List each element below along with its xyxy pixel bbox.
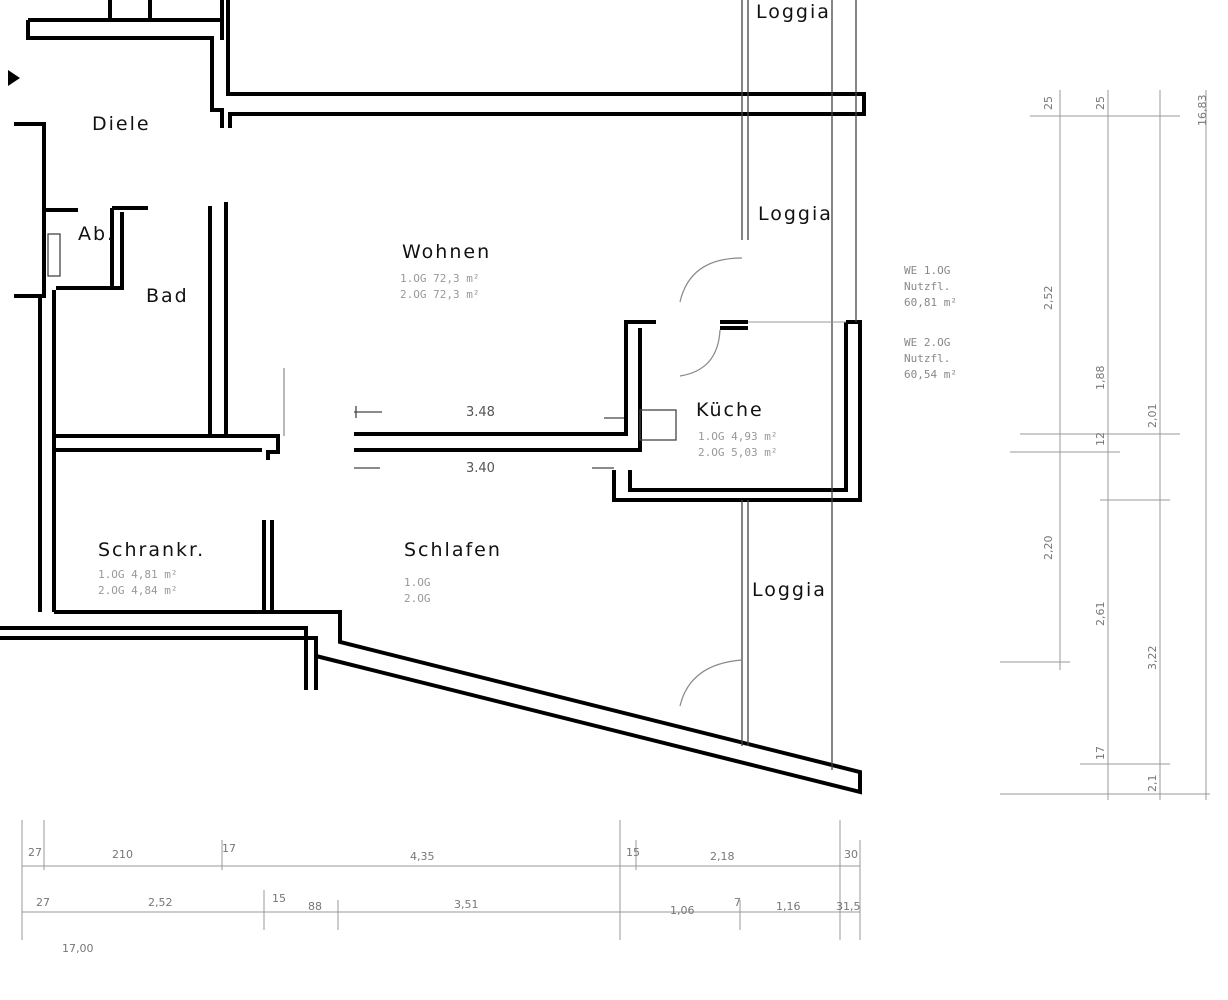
inner-dimension-marks: 3.48 3.40	[354, 405, 624, 476]
dim-right-2: 1,88	[1094, 366, 1107, 391]
dim-bottom2-1: 2,52	[148, 896, 173, 909]
legend-we1-area: 60,81 m²	[904, 296, 957, 309]
dim-bottom2-8: 31,5	[836, 900, 861, 913]
wall-kitchen-door-stub	[720, 320, 748, 330]
room-label-schrankr: Schrankr.	[98, 539, 205, 561]
wall-partition	[354, 320, 656, 452]
dim-bottom2-4: 3,51	[454, 898, 479, 911]
dim-right-5: 17	[1094, 746, 1107, 760]
wall-schrankr-east	[262, 520, 274, 612]
entry-arrow-icon	[8, 70, 20, 86]
wall-lower-diagonal	[54, 610, 862, 795]
wall-left-vertical	[38, 290, 56, 612]
dim-far-2: 12	[1094, 432, 1107, 446]
right-dimension-chains: 25 2,52 1,88 2,20 2,61 17 25 2,01 12 3,2…	[1000, 90, 1210, 800]
dim-overall: 17,00	[62, 942, 94, 955]
room-label-diele: Diele	[92, 113, 151, 135]
wall-left-upper	[14, 122, 46, 298]
room-area-schrankr-1: 1.OG 4,81 m²	[98, 568, 177, 581]
wall-bad-east	[208, 202, 228, 436]
dim-inner-top: 3.48	[466, 405, 495, 420]
wall-kitchen	[612, 320, 862, 502]
dim-bottom1-1: 210	[112, 848, 133, 861]
dim-far-1: 2,01	[1146, 404, 1159, 429]
room-area-schrankr-2: 2.OG 4,84 m²	[98, 584, 177, 597]
dim-bottom1-2: 17	[222, 842, 236, 855]
wall-upper-long	[226, 0, 866, 128]
legend-we1-label: Nutzfl.	[904, 280, 950, 293]
walls	[0, 0, 866, 795]
dim-bottom2-3: 88	[308, 900, 322, 913]
right-dim-horizontal-lines	[1000, 115, 1210, 795]
loggia-outer-rail	[831, 0, 857, 770]
dim-right-3: 2,20	[1042, 536, 1055, 561]
room-label-schlafen: Schlafen	[404, 539, 502, 561]
room-area-kueche-1: 1.OG 4,93 m²	[698, 430, 777, 443]
dim-bottom2-2: 15	[272, 892, 286, 905]
door-kitchen	[679, 329, 721, 377]
wall-diele-top	[26, 20, 224, 128]
dim-far-3: 3,22	[1146, 646, 1159, 671]
room-label-ab: Ab.	[78, 223, 115, 245]
loggia-railings	[741, 0, 857, 770]
wall-top-left	[28, 18, 224, 40]
dim-right-1: 2,52	[1042, 286, 1055, 311]
room-label-loggia-top: Loggia	[756, 1, 831, 23]
dim-bottom2-0: 27	[36, 896, 50, 909]
room-area-wohnen-1: 1.OG 72,3 m²	[400, 272, 479, 285]
room-label-loggia-bottom: Loggia	[752, 579, 827, 601]
legend-we2-area: 60,54 m²	[904, 368, 957, 381]
legend-we2-label: Nutzfl.	[904, 352, 950, 365]
dim-right-0: 25	[1042, 96, 1055, 110]
dim-inner-bottom: 3.40	[466, 461, 495, 476]
bottom-dimension-chain: 27 210 17 4,35 15 2,18 30 27 2,52 15 88 …	[21, 820, 861, 955]
dim-bottom1-4: 15	[626, 846, 640, 859]
doors	[47, 233, 743, 707]
dim-bottom1-3: 4,35	[410, 850, 435, 863]
dim-total-right: 16,83	[1196, 95, 1209, 127]
dim-bottom1-5: 2,18	[710, 850, 735, 863]
dim-far-0: 25	[1094, 96, 1107, 110]
kitchen-sink	[639, 409, 677, 441]
door-loggia-mid	[679, 257, 743, 303]
wall-lower-left	[0, 626, 318, 690]
legend-we1: WE 1.OG	[904, 264, 950, 277]
wall-bad-bottom	[56, 434, 280, 460]
bottom-dim-extension-lines	[21, 820, 861, 940]
dim-right-4: 2,61	[1094, 602, 1107, 627]
legend-we2: WE 2.OG	[904, 336, 950, 349]
room-label-kueche: Küche	[696, 399, 764, 421]
dim-bottom2-5: 1,06	[670, 904, 695, 917]
room-label-bad: Bad	[146, 285, 189, 307]
dim-bottom1-0: 27	[28, 846, 42, 859]
room-label-wohnen: Wohnen	[402, 241, 491, 263]
unit-legend: WE 1.OG Nutzfl. 60,81 m² WE 2.OG Nutzfl.…	[904, 264, 957, 381]
wall-top-stubs	[108, 0, 224, 18]
room-labels: Diele Ab. Bad Wohnen 1.OG 72,3 m² 2.OG 7…	[78, 1, 833, 605]
room-area-kueche-2: 2.OG 5,03 m²	[698, 446, 777, 459]
room-area-schlafen-2: 2.OG	[404, 592, 431, 605]
loggia-lower-rail	[741, 500, 749, 746]
door-loggia-bottom	[679, 659, 743, 707]
dim-bottom1-6: 30	[844, 848, 858, 861]
room-area-wohnen-2: 2.OG 72,3 m²	[400, 288, 479, 301]
wall-ab	[44, 206, 148, 290]
bottom-dim-lines	[22, 865, 860, 913]
dim-far-4: 2,1	[1146, 775, 1159, 793]
room-area-schlafen-1: 1.OG	[404, 576, 431, 589]
room-label-loggia-mid: Loggia	[758, 203, 833, 225]
inner-dim-lines	[354, 406, 624, 469]
dim-bottom2-7: 1,16	[776, 900, 801, 913]
ab-shelf	[47, 233, 61, 277]
loggia-upper-rail	[741, 0, 749, 240]
right-dim-vertical-lines	[1059, 90, 1207, 800]
dim-bottom2-6: 7	[734, 896, 741, 909]
